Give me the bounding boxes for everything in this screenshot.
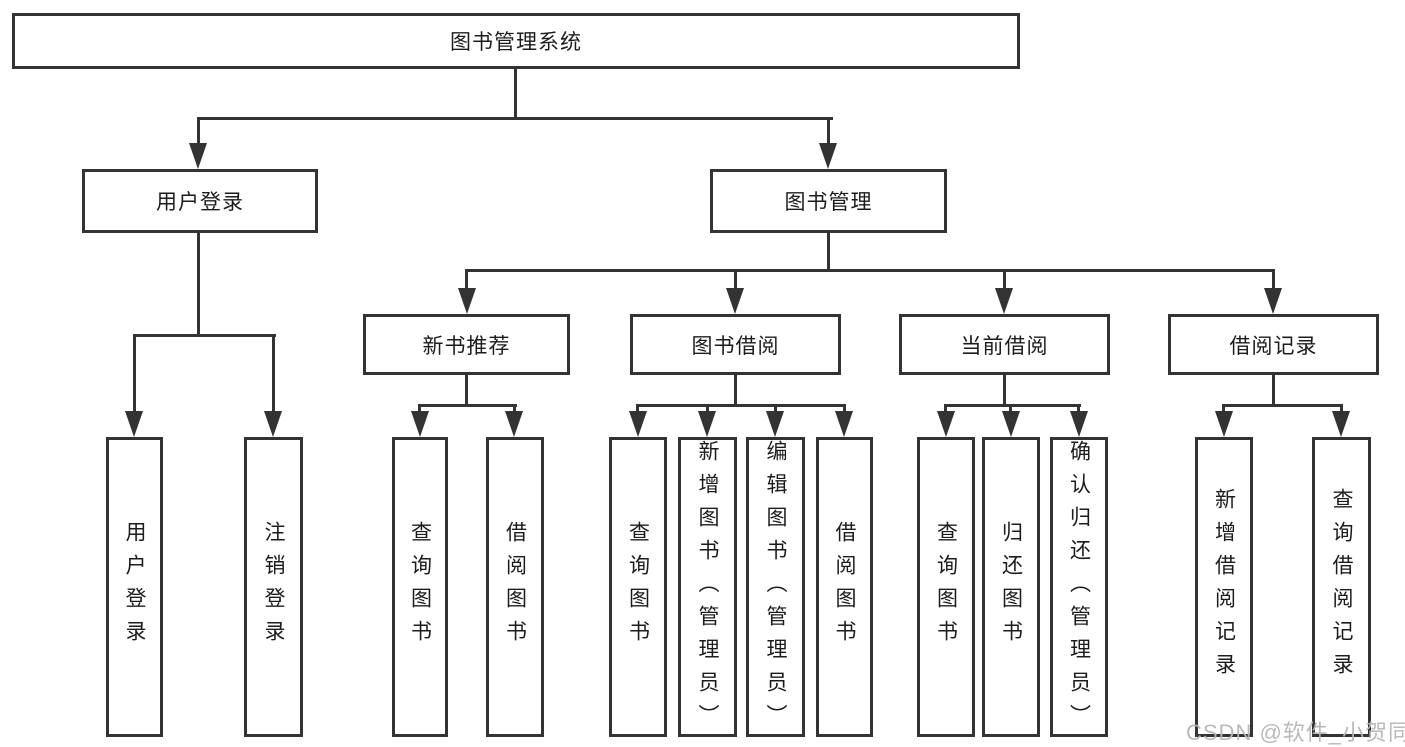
node-book-borrowing: 图书借阅 <box>630 314 841 375</box>
connector-line <box>418 404 517 407</box>
csdn-watermark: CSDN @软件_小贺同学 <box>1186 720 1405 745</box>
leaf-label: 查询图书 <box>934 521 958 653</box>
node-borrowing-records: 借阅记录 <box>1168 314 1379 375</box>
connector-line <box>133 334 136 413</box>
arrow-down-icon <box>458 288 476 314</box>
connector-line <box>1222 404 1343 407</box>
connector-line <box>636 404 846 407</box>
arrow-down-icon <box>189 143 207 169</box>
leaf-logout: 注销登录 <box>244 437 303 737</box>
connector-line <box>465 375 468 407</box>
connector-line <box>514 68 517 118</box>
node-label: 借阅记录 <box>1229 334 1318 358</box>
leaf-label: 查询图书 <box>626 521 650 653</box>
leaf-label: 查询图书 <box>408 521 432 653</box>
node-label: 图书管理 <box>784 191 873 214</box>
connector-line <box>1272 375 1275 407</box>
leaf-query-borrow-record: 查询借阅记录 <box>1312 437 1371 737</box>
leaf-label: 归还图书 <box>999 521 1023 653</box>
connector-line <box>1009 404 1012 413</box>
leaf-label: 注销登录 <box>262 521 285 653</box>
connector-line <box>197 232 200 337</box>
connector-line <box>944 404 1081 407</box>
leaf-label: 查询借阅记录 <box>1330 488 1353 686</box>
connector-line <box>636 404 639 413</box>
leaf-edit-book-admin: 编辑图书（管理员） <box>746 437 805 737</box>
connector-line <box>133 334 276 337</box>
connector-line <box>706 404 709 413</box>
connector-line <box>1003 269 1006 290</box>
arrow-down-icon <box>1070 411 1088 437</box>
node-label: 当前借阅 <box>960 334 1049 358</box>
connector-line <box>734 375 737 407</box>
arrow-down-icon <box>819 143 837 169</box>
connector-line <box>418 404 421 413</box>
arrow-down-icon <box>766 411 784 437</box>
arrow-down-icon <box>937 411 955 437</box>
node-label: 图书借阅 <box>691 334 780 358</box>
arrow-down-icon <box>629 411 647 437</box>
leaf-add-book-admin: 新增图书（管理员） <box>678 437 737 737</box>
arrow-down-icon <box>264 411 282 437</box>
arrow-down-icon <box>505 411 523 437</box>
connector-line <box>197 117 200 145</box>
leaf-query-books-1: 查询图书 <box>392 437 448 737</box>
leaf-label: 用户登录 <box>123 521 146 653</box>
arrow-down-icon <box>125 411 143 437</box>
arrow-down-icon <box>1264 288 1282 314</box>
arrow-down-icon <box>411 411 429 437</box>
connector-line <box>774 404 777 413</box>
connector-line <box>944 404 947 413</box>
arrow-down-icon <box>995 288 1013 314</box>
connector-line <box>1340 404 1343 413</box>
connector-line <box>513 404 516 413</box>
node-current-borrowing: 当前借阅 <box>899 314 1110 375</box>
leaf-label: 确认归还（管理员） <box>1067 440 1091 737</box>
connector-line <box>827 232 830 270</box>
leaf-query-books-3: 查询图书 <box>917 437 975 737</box>
connector-line <box>1003 375 1006 407</box>
connector-line <box>734 269 737 290</box>
leaf-confirm-return-admin: 确认归还（管理员） <box>1050 437 1108 737</box>
arrow-down-icon <box>726 288 744 314</box>
connector-line <box>465 269 1275 272</box>
connector-line <box>465 269 468 290</box>
arrow-down-icon <box>1002 411 1020 437</box>
connector-line <box>1222 404 1225 413</box>
node-label: 图书管理系统 <box>450 31 582 54</box>
connector-line <box>827 117 830 145</box>
leaf-borrow-books-1: 借阅图书 <box>486 437 544 737</box>
arrow-down-icon <box>698 411 716 437</box>
connector-line <box>843 404 846 413</box>
node-new-book-recommendation: 新书推荐 <box>363 314 570 375</box>
leaf-label: 借阅图书 <box>503 521 527 653</box>
leaf-label: 新增图书（管理员） <box>696 440 719 737</box>
node-book-management: 图书管理 <box>710 169 947 233</box>
leaf-user-login: 用户登录 <box>106 437 163 737</box>
node-label: 用户登录 <box>156 191 244 214</box>
arrow-down-icon <box>1332 411 1350 437</box>
leaf-return-books: 归还图书 <box>982 437 1040 737</box>
connector-line <box>1077 404 1080 413</box>
leaf-label: 编辑图书（管理员） <box>764 440 787 737</box>
leaf-query-books-2: 查询图书 <box>609 437 667 737</box>
leaf-label: 借阅图书 <box>833 521 856 653</box>
node-book-management-system: 图书管理系统 <box>12 13 1020 69</box>
node-label: 新书推荐 <box>422 334 511 358</box>
connector-line <box>272 334 275 413</box>
arrow-down-icon <box>1215 411 1233 437</box>
node-user-login: 用户登录 <box>82 169 318 233</box>
connector-line <box>197 117 833 120</box>
leaf-label: 新增借阅记录 <box>1212 488 1236 686</box>
connector-line <box>1272 269 1275 290</box>
leaf-borrow-books-2: 借阅图书 <box>816 437 873 737</box>
arrow-down-icon <box>835 411 853 437</box>
leaf-add-borrow-record: 新增借阅记录 <box>1195 437 1253 737</box>
